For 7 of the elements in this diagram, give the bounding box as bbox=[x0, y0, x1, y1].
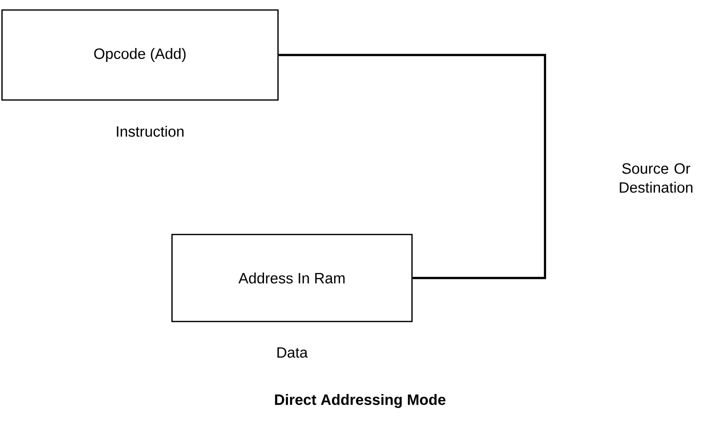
process-box: Opcode (Add) bbox=[1, 9, 279, 101]
process-box: Address In Ram bbox=[171, 234, 413, 322]
edge-label: Source Or Destination bbox=[620, 163, 692, 193]
caption: Direct Addressing Mode bbox=[275, 394, 446, 408]
node-caption: Data bbox=[277, 347, 308, 358]
node-caption: Instruction bbox=[116, 126, 184, 137]
connector-line bbox=[278, 54, 546, 280]
